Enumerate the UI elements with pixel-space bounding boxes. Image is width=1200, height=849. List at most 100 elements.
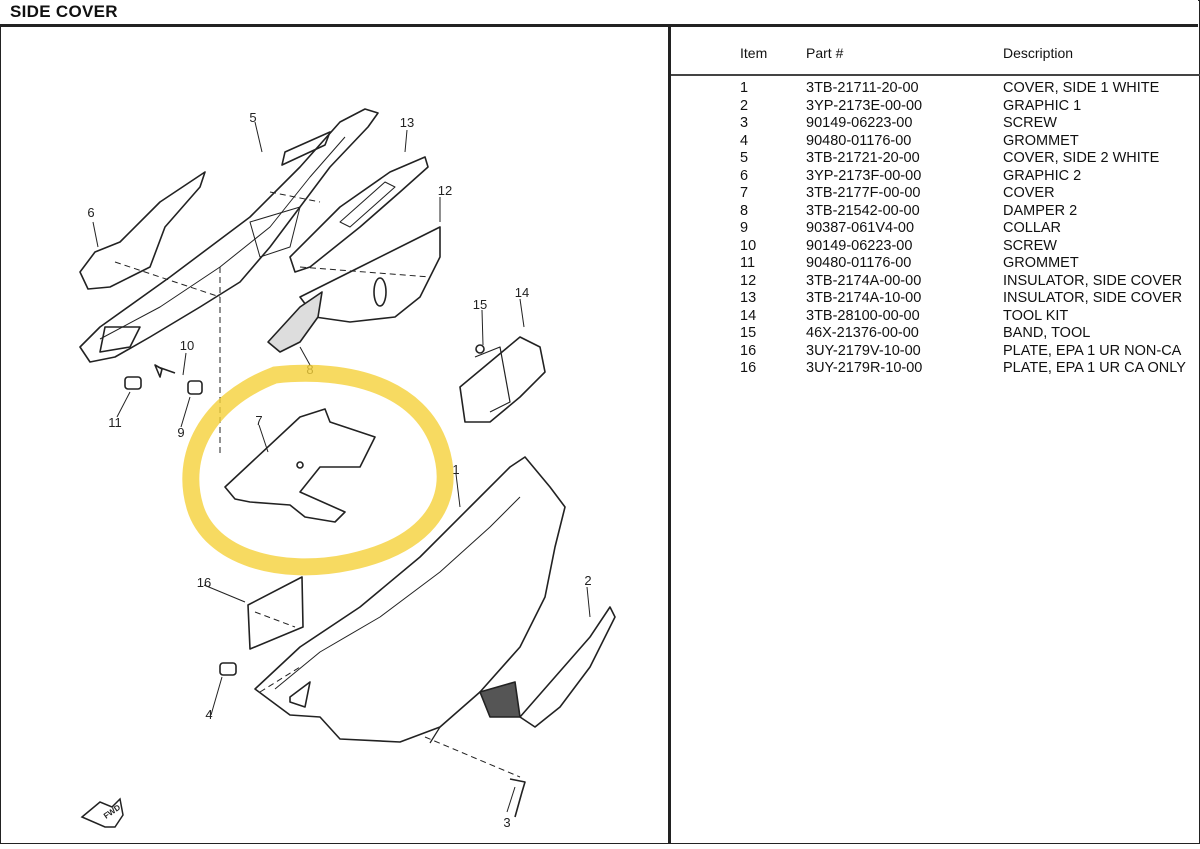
part-8-shape	[267, 291, 323, 353]
table-row: 16 3UY-2179R-10-00 PLATE, EPA 1 UR CA ONLY	[671, 360, 1200, 378]
row-item: 2	[740, 97, 749, 114]
part-7-shape	[224, 408, 376, 523]
row-part-number: 90149-06223-00	[806, 237, 913, 254]
row-item: 7	[740, 185, 749, 201]
row-part-number: 3TB-2174A-00-00	[806, 272, 922, 289]
table-row: 11 90480-01176-00 GROMMET	[671, 255, 1200, 273]
fwd-arrow-icon: FWD	[80, 797, 124, 828]
header-part: Part #	[806, 45, 844, 61]
callout-6: 6	[87, 205, 94, 220]
row-part-number: 3UY-2179V-10-00	[806, 342, 921, 359]
callout-2: 2	[584, 573, 591, 588]
table-row: 14 3TB-28100-00-00 TOOL KIT	[671, 308, 1200, 326]
callout-13: 13	[400, 115, 414, 130]
row-part-number: 90149-06223-00	[806, 115, 913, 131]
table-row: 6 3YP-2173F-00-00 GRAPHIC 2	[671, 168, 1200, 186]
part-15-14-shape	[459, 336, 546, 423]
callout-9: 9	[177, 425, 184, 440]
row-item: 9	[740, 220, 749, 236]
callout-1: 1	[452, 462, 459, 477]
row-description: PLATE, EPA 1 UR CA ONLY	[1003, 360, 1186, 376]
parts-table: Item Part # Description 1 3TB-21711-20-00…	[671, 27, 1200, 844]
table-header: Item Part # Description	[671, 27, 1200, 76]
part-6-shape	[79, 171, 206, 290]
row-part-number: 3YP-2173E-00-00	[806, 97, 923, 114]
row-item: 14	[740, 307, 757, 324]
row-item: 15	[740, 325, 757, 341]
row-item: 16	[740, 360, 757, 376]
exploded-parts-diagram: 5 13 12 6 10 11 9 8 15 14 7 16 1 2 4 3 F…	[0, 27, 668, 844]
header-description: Description	[1003, 45, 1074, 61]
row-item: 12	[740, 272, 757, 289]
row-part-number: 90480-01176-00	[806, 255, 912, 271]
row-description: BAND, TOOL	[1003, 325, 1091, 341]
row-item: 11	[740, 255, 756, 271]
row-item: 1	[740, 80, 749, 96]
part-11-shape	[124, 376, 142, 390]
row-part-number: 3TB-21542-00-00	[806, 202, 920, 219]
row-description: SCREW	[1003, 237, 1057, 254]
part-16-shape	[247, 576, 304, 650]
row-part-number: 3TB-28100-00-00	[806, 307, 920, 324]
table-row: 2 3YP-2173E-00-00 GRAPHIC 1	[671, 98, 1200, 116]
callout-15: 15	[473, 297, 487, 312]
callout-labels: 5 13 12 6 10 11 9 8 15 14 7 16 1 2 4 3	[87, 110, 591, 830]
row-item: 13	[740, 290, 757, 306]
table-row: 12 3TB-2174A-00-00 INSULATOR, SIDE COVER	[671, 273, 1200, 291]
row-part-number: 46X-21376-00-00	[806, 325, 919, 341]
row-description: COVER, SIDE 1 WHITE	[1003, 80, 1160, 96]
table-row: 3 90149-06223-00 SCREW	[671, 115, 1200, 133]
diagram-svg: 5 13 12 6 10 11 9 8 15 14 7 16 1 2 4 3 F…	[79, 108, 616, 830]
row-item: 6	[740, 167, 749, 184]
callout-10: 10	[180, 338, 194, 353]
row-description: COVER, SIDE 2 WHITE	[1003, 150, 1160, 166]
row-description: COVER	[1003, 185, 1055, 201]
row-description: SCREW	[1003, 115, 1057, 131]
row-item: 16	[740, 342, 757, 359]
part-3-shape	[509, 778, 526, 818]
callout-4: 4	[205, 707, 212, 722]
row-item: 3	[740, 115, 749, 131]
row-part-number: 3TB-2177F-00-00	[806, 185, 921, 201]
part-1-shape	[254, 456, 566, 743]
part-13-shape	[289, 156, 429, 273]
part-10-shape	[154, 364, 176, 378]
callout-14: 14	[515, 285, 529, 300]
part-9-shape	[187, 380, 203, 395]
callout-12: 12	[438, 183, 452, 198]
row-part-number: 90480-01176-00	[806, 132, 912, 149]
row-description: COLLAR	[1003, 220, 1062, 236]
table-row: 15 46X-21376-00-00 BAND, TOOL	[671, 325, 1200, 343]
row-description: TOOL KIT	[1003, 307, 1069, 324]
row-item: 8	[740, 202, 749, 219]
callout-16: 16	[197, 575, 211, 590]
row-item: 5	[740, 150, 749, 166]
row-item: 10	[740, 237, 757, 254]
row-description: GRAPHIC 1	[1003, 97, 1082, 114]
row-part-number: 3UY-2179R-10-00	[806, 360, 923, 376]
table-row: 1 3TB-21711-20-00 COVER, SIDE 1 WHITE	[671, 80, 1200, 98]
table-row: 7 3TB-2177F-00-00 COVER	[671, 185, 1200, 203]
row-part-number: 90387-061V4-00	[806, 220, 915, 236]
row-description: PLATE, EPA 1 UR NON-CA	[1003, 342, 1182, 359]
row-description: INSULATOR, SIDE COVER	[1003, 272, 1183, 289]
part-4-shape	[219, 662, 237, 676]
part-12-shape	[299, 226, 441, 323]
table-row: 16 3UY-2179V-10-00 PLATE, EPA 1 UR NON-CA	[671, 343, 1200, 361]
table-row: 9 90387-061V4-00 COLLAR	[671, 220, 1200, 238]
panel-divider	[668, 27, 671, 844]
highlight-circle	[182, 364, 454, 576]
part-5-shape	[79, 108, 379, 363]
row-description: GRAPHIC 2	[1003, 167, 1082, 184]
row-part-number: 3YP-2173F-00-00	[806, 167, 922, 184]
callout-7: 7	[255, 413, 262, 428]
row-part-number: 3TB-21711-20-00	[806, 80, 919, 96]
row-description: GROMMET	[1003, 255, 1079, 271]
callout-3: 3	[503, 815, 510, 830]
row-description: GROMMET	[1003, 132, 1079, 149]
page-title: SIDE COVER	[10, 2, 118, 21]
